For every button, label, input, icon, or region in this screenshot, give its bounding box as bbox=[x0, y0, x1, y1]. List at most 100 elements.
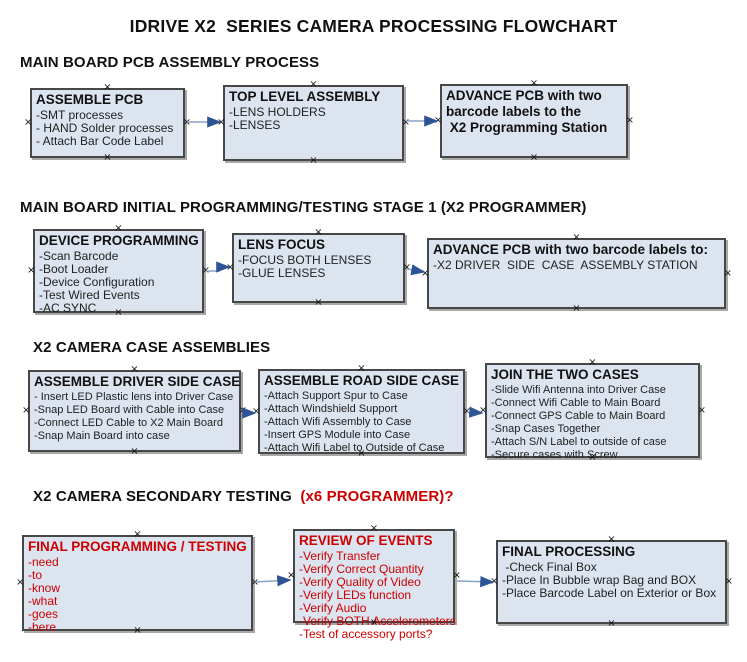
connection-point-marker: × bbox=[22, 405, 31, 416]
box-item-list: -Attach Support Spur to Case-Attach Wind… bbox=[264, 390, 460, 455]
box-item: -FOCUS BOTH LENSES bbox=[238, 253, 372, 267]
connection-point-marker: × bbox=[529, 152, 539, 163]
box-title: ADVANCE PCB with two barcode labels to t… bbox=[446, 88, 608, 135]
box-item-list: -SMT processes- HAND Solder processes- A… bbox=[36, 109, 180, 148]
connection-point-marker: × bbox=[287, 570, 296, 581]
connection-point-marker: × bbox=[103, 152, 112, 163]
box-item: -Attach Support Spur to Case bbox=[264, 390, 408, 402]
connection-point-marker: × bbox=[24, 117, 33, 128]
box-item: - Insert LED Plastic lens into Driver Ca… bbox=[34, 391, 234, 403]
section-heading-pcb-assembly: MAIN BOARD PCB ASSEMBLY PROCESS bbox=[20, 54, 320, 71]
box-title: ASSEMBLE PCB bbox=[36, 92, 144, 107]
box-title: DEVICE PROGRAMMING bbox=[39, 233, 199, 248]
box-item: -AC SYNC bbox=[39, 301, 97, 315]
connection-point-marker: × bbox=[238, 405, 247, 416]
box-item: -need bbox=[28, 555, 59, 569]
box-item-list: -X2 DRIVER SIDE CASE ASSEMBLY STATION bbox=[433, 259, 721, 272]
connection-point-marker: × bbox=[723, 267, 732, 279]
box-item: -Attach Wifi Assembly to Case bbox=[264, 416, 412, 428]
box-title: FINAL PROGRAMMING / TESTING bbox=[28, 539, 247, 554]
flow-box-join-the-two-cases: JOIN THE TWO CASES -Slide Wifi Antenna i… bbox=[479, 358, 706, 463]
flow-box-device-programming: DEVICE PROGRAMMING -Scan Barcode-Boot Lo… bbox=[27, 224, 210, 318]
box-item: -Insert GPS Module into Case bbox=[264, 429, 411, 441]
flow-box-assemble-driver-side-case: ASSEMBLE DRIVER SIDE CASE - Insert LED P… bbox=[22, 365, 247, 457]
connection-point-marker: × bbox=[607, 618, 616, 629]
connection-point-marker: × bbox=[182, 117, 191, 128]
box-item: -LENSES bbox=[229, 118, 281, 132]
arrow-row4-b-c bbox=[456, 576, 495, 588]
box-item: -Verify Audio bbox=[299, 601, 367, 615]
box-title: ASSEMBLE DRIVER SIDE CASE bbox=[34, 374, 241, 389]
box-item: -Verify LEDs function bbox=[299, 588, 412, 602]
box-item: -GLUE LENSES bbox=[238, 266, 326, 280]
box-item: -to bbox=[28, 568, 43, 582]
box-item: -Connect Wifi Cable to Main Board bbox=[491, 397, 661, 409]
flow-box-lens-focus: LENS FOCUS -FOCUS BOTH LENSES-GLUE LENSE… bbox=[226, 228, 411, 308]
connection-point-marker: × bbox=[625, 115, 634, 126]
connection-point-marker: × bbox=[452, 570, 461, 581]
box-item: -Place In Bubble wrap Bag and BOX bbox=[502, 573, 697, 587]
connection-point-marker: × bbox=[217, 117, 226, 128]
connection-point-marker: × bbox=[434, 115, 443, 126]
box-item: -Attach S/N Label to outside of case bbox=[491, 436, 667, 448]
box-title: FINAL PROCESSING bbox=[502, 544, 636, 559]
section-heading-secondary-testing-black: X2 CAMERA SECONDARY TESTING bbox=[33, 488, 292, 505]
connection-point-marker: × bbox=[250, 577, 259, 588]
box-item: -Test Wired Events bbox=[39, 288, 140, 302]
box-item: - HAND Solder processes bbox=[36, 121, 174, 135]
section-heading-secondary-testing: X2 CAMERA SECONDARY TESTING (x6 PROGRAMM… bbox=[33, 488, 454, 505]
box-item-list: -Verify Transfer-Verify Correct Quantity… bbox=[299, 549, 456, 641]
box-item: -Boot Loader bbox=[39, 262, 109, 276]
flow-box-top-level-assembly: TOP LEVEL ASSEMBLY -LENS HOLDERS-LENSES … bbox=[217, 80, 410, 166]
box-item: -Check Final Box bbox=[502, 560, 597, 574]
arrow-row2-b-c bbox=[406, 264, 426, 276]
section-heading-case-assemblies: X2 CAMERA CASE ASSEMBLIES bbox=[33, 339, 271, 356]
flow-box-assemble-road-side-case: ASSEMBLE ROAD SIDE CASE -Attach Support … bbox=[252, 364, 471, 459]
connection-point-marker: × bbox=[724, 576, 733, 587]
box-item: -Verify Transfer bbox=[299, 549, 381, 563]
box-item: -Attach Windshield Support bbox=[264, 403, 398, 415]
flow-box-final-programming-testing: FINAL PROGRAMMING / TESTING -need-to-kno… bbox=[16, 530, 259, 636]
flow-box-final-processing: FINAL PROCESSING -Check Final Box-Place … bbox=[490, 535, 733, 629]
box-item: -Verify Quality of Video bbox=[299, 575, 421, 589]
box-item: -Device Configuration bbox=[39, 275, 155, 289]
arrow-row2-a-b bbox=[206, 261, 231, 273]
box-item-list: - Insert LED Plastic lens into Driver Ca… bbox=[34, 391, 236, 443]
connection-point-marker: × bbox=[479, 404, 488, 416]
box-item-list: -need-to-know-what-goes-here bbox=[28, 556, 248, 634]
flow-box-assemble-pcb: ASSEMBLE PCB -SMT processes- HAND Solder… bbox=[24, 83, 191, 163]
connection-point-marker: × bbox=[314, 297, 323, 308]
box-item: -Snap Cases Together bbox=[491, 423, 601, 435]
box-item: -Connect GPS Cable to Main Board bbox=[491, 410, 666, 422]
connection-point-marker: × bbox=[421, 267, 430, 279]
flow-box-review-of-events: REVIEW OF EVENTS -Verify Transfer-Verify… bbox=[287, 524, 461, 641]
flow-box-advance-to-driver-side-station: ADVANCE PCB with two barcode labels to: … bbox=[421, 233, 732, 314]
box-item: -here bbox=[28, 620, 57, 634]
box-item: -Scan Barcode bbox=[39, 249, 119, 263]
section-heading-initial-programming: MAIN BOARD INITIAL PROGRAMMING/TESTING S… bbox=[20, 199, 587, 216]
box-item: -Snap LED Board with Cable into Case bbox=[34, 404, 225, 416]
box-item: -LENS HOLDERS bbox=[229, 105, 326, 119]
box-item: -Verify Correct Quantity bbox=[299, 562, 424, 576]
page-title: IDRIVE X2 SERIES CAMERA PROCESSING FLOWC… bbox=[129, 16, 618, 36]
box-item: -Place Barcode Label on Exterior or Box bbox=[502, 586, 717, 600]
box-item-list: -Scan Barcode-Boot Loader-Device Configu… bbox=[39, 250, 199, 315]
box-item: -what bbox=[28, 594, 58, 608]
box-title: REVIEW OF EVENTS bbox=[299, 533, 433, 548]
box-item: -goes bbox=[28, 607, 59, 621]
arrow-row4-a-b bbox=[254, 575, 292, 587]
box-title: TOP LEVEL ASSEMBLY bbox=[229, 89, 381, 104]
box-item: -know bbox=[28, 581, 61, 595]
box-item-list: -Check Final Box-Place In Bubble wrap Ba… bbox=[502, 561, 722, 600]
box-item: -Attach Wifi Label to Outside of Case bbox=[264, 442, 445, 454]
section-heading-secondary-testing-red: (x6 PROGRAMMER)? bbox=[291, 488, 454, 505]
box-item-list: -FOCUS BOTH LENSES-GLUE LENSES bbox=[238, 254, 400, 280]
connection-point-marker: × bbox=[16, 577, 25, 588]
connection-point-marker: × bbox=[201, 265, 210, 276]
connection-point-marker: × bbox=[490, 576, 499, 587]
connection-point-marker: × bbox=[697, 404, 706, 416]
box-item: -Verify BOTH Accelerometers bbox=[299, 614, 456, 628]
connection-point-marker: × bbox=[572, 303, 581, 314]
box-item-list: -Slide Wifi Antenna into Driver Case-Con… bbox=[491, 384, 695, 462]
